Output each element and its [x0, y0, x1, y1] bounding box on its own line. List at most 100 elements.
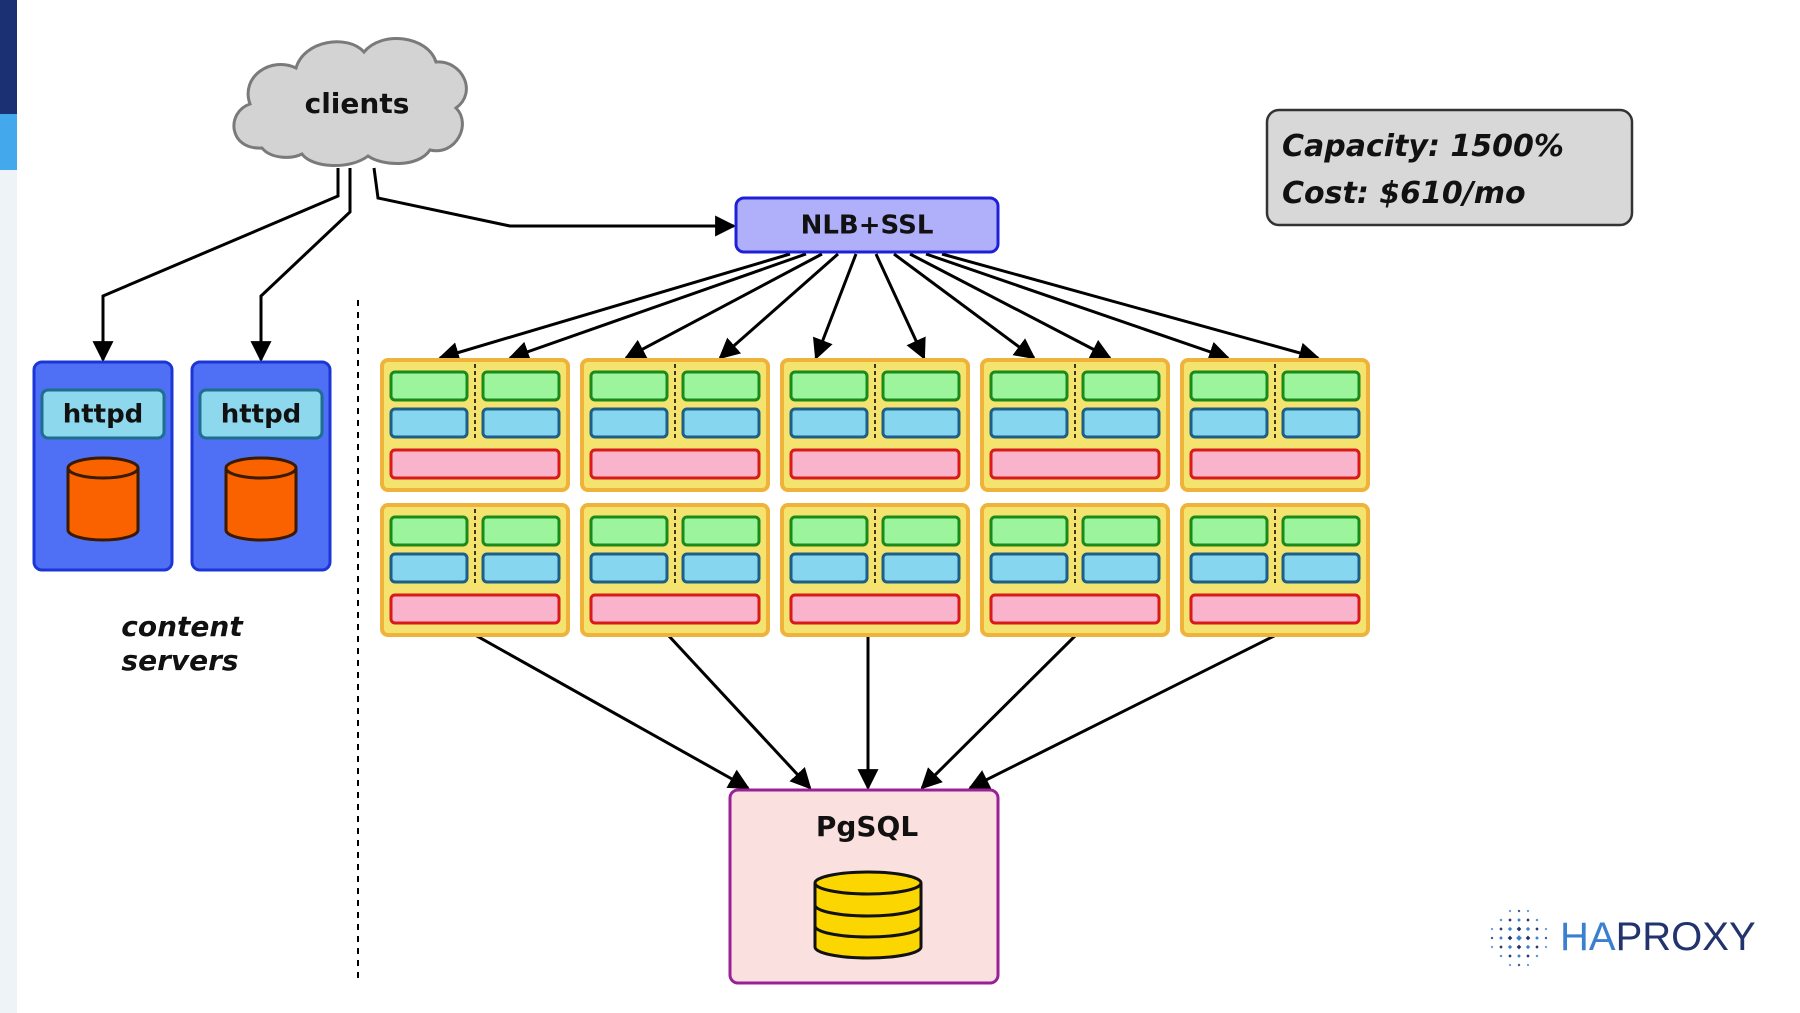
logo-dot [1499, 954, 1503, 958]
logo-dot [1499, 918, 1503, 922]
process-slot-blue [881, 407, 961, 439]
logo-dot [1507, 944, 1513, 950]
app-server [980, 503, 1170, 637]
process-slot-blue [681, 407, 761, 439]
logo-dot [1535, 936, 1539, 940]
app-server-grid [380, 358, 1370, 637]
logo-dot [1526, 918, 1530, 922]
logo-dot [1516, 944, 1522, 950]
arrow-lb-to-app-7 [893, 252, 1036, 360]
logo-dot [1499, 936, 1503, 940]
logo-dot [1499, 945, 1503, 949]
process-slot-pink [1189, 448, 1361, 480]
app-server [780, 503, 970, 637]
logo-dot [1525, 944, 1531, 950]
content-server-1: httpd [32, 360, 174, 572]
process-slot-green [681, 370, 761, 402]
logo-dot [1517, 918, 1521, 922]
edge-accent-dark [0, 0, 17, 114]
app-server [980, 358, 1170, 492]
clients-label: clients [305, 87, 410, 120]
haproxy-mark-icon [1490, 909, 1548, 967]
process-slot-green [989, 370, 1069, 402]
logo-dot [1535, 918, 1539, 922]
process-slot-pink [389, 593, 561, 625]
load-balancer: NLB+SSL [734, 196, 1000, 254]
logo-ha: HA [1560, 915, 1616, 959]
process-slot-blue [1081, 552, 1161, 584]
cost-text: Cost: $610/mo [1282, 176, 1526, 211]
logo-dot [1535, 945, 1539, 949]
process-slot-blue [481, 407, 561, 439]
process-slot-green [589, 370, 669, 402]
process-slot-pink [589, 448, 761, 480]
logo-dot [1535, 927, 1539, 931]
logo-dot [1544, 945, 1548, 949]
process-slot-blue [389, 552, 469, 584]
logo-dot [1507, 926, 1513, 932]
logo-dot [1490, 945, 1494, 949]
arrow-app-to-db-1 [474, 633, 750, 790]
logo-dot [1508, 909, 1512, 913]
logo-dot [1526, 909, 1530, 913]
arrow-app-to-db-5 [968, 633, 1277, 790]
httpd-label-box [40, 388, 166, 440]
process-slot-green [1081, 515, 1161, 547]
arrow-lb-to-app-1 [437, 252, 791, 363]
edge-strip [0, 0, 17, 1013]
httpd-label: httpd [221, 400, 302, 430]
arrow-lb-to-app-2 [508, 252, 807, 362]
capacity-cost-box: Capacity: 1500% Cost: $610/mo [1265, 108, 1634, 227]
process-slot-pink [989, 593, 1161, 625]
content-caption-line1: content [121, 610, 244, 643]
arrow-clients-to-httpd-2 [250, 168, 352, 363]
process-slot-pink [389, 448, 561, 480]
app-server [580, 503, 770, 637]
capacity-text: Capacity: 1500% [1282, 129, 1564, 164]
app-server [380, 358, 570, 492]
arrow-app-to-db-4 [920, 633, 1078, 790]
logo-dot [1517, 963, 1521, 967]
process-slot-blue [1081, 407, 1161, 439]
logo-dot [1525, 935, 1531, 941]
httpd-label: httpd [63, 400, 144, 430]
arrow-lb-to-app-5 [812, 253, 858, 360]
httpd-label-box [198, 388, 324, 440]
process-slot-blue [789, 407, 869, 439]
database-stack-icon [813, 870, 923, 960]
process-slot-green [881, 370, 961, 402]
process-slot-blue [481, 552, 561, 584]
process-slot-green [481, 370, 561, 402]
process-slot-blue [1189, 407, 1269, 439]
logo-proxy: PROXY [1615, 915, 1756, 959]
arrow-app-to-db-2 [666, 633, 812, 790]
process-slot-pink [789, 448, 961, 480]
logo-dot [1544, 936, 1548, 940]
logo-dot [1490, 927, 1494, 931]
process-slot-green [1189, 515, 1269, 547]
load-balancer-label: NLB+SSL [801, 211, 934, 241]
process-slot-blue [1281, 407, 1361, 439]
arrow-lb-to-app-6 [874, 253, 926, 360]
load-balancer-box [734, 196, 1000, 254]
process-slot-blue [681, 552, 761, 584]
arrow-lb-to-app-3 [624, 252, 823, 360]
process-slot-blue [881, 552, 961, 584]
process-slot-blue [589, 552, 669, 584]
process-slot-pink [989, 448, 1161, 480]
process-slot-blue [1281, 552, 1361, 584]
capacity-box-frame [1265, 108, 1634, 227]
process-slot-green [589, 515, 669, 547]
process-slot-pink [789, 593, 961, 625]
process-slot-green [1189, 370, 1269, 402]
app-server [1180, 358, 1370, 492]
arrow-lb-to-app-8 [909, 252, 1112, 360]
process-slot-green [389, 370, 469, 402]
logo-dot [1508, 954, 1512, 958]
cloud-icon [232, 37, 468, 168]
logo-dot [1535, 954, 1539, 958]
process-slot-green [989, 515, 1069, 547]
connector-lines [92, 167, 1321, 791]
logo-dot [1525, 926, 1531, 932]
